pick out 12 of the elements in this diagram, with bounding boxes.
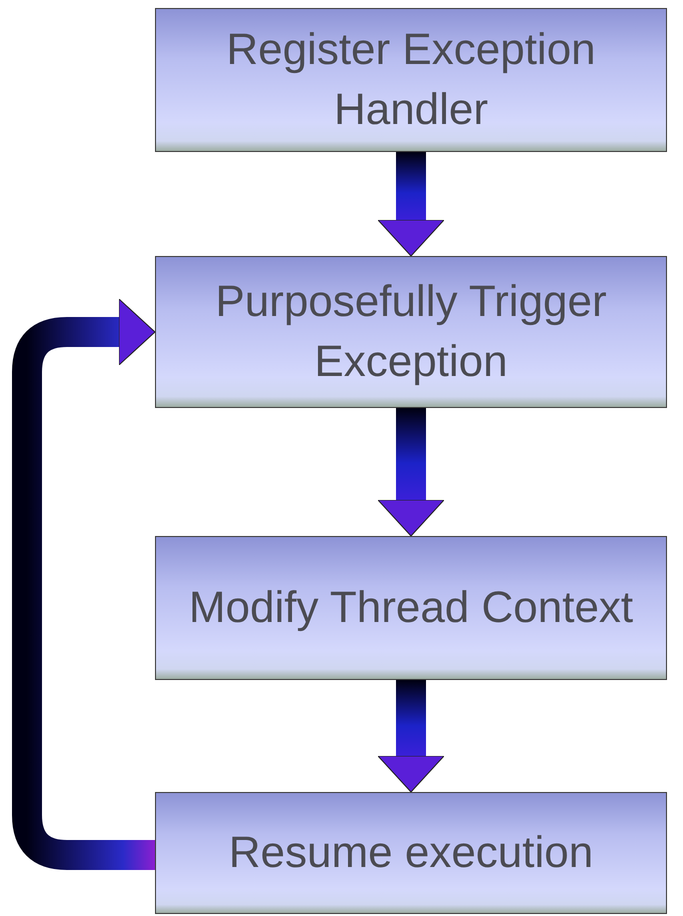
process-box xyxy=(155,8,667,152)
step-label: Register Exception Handler xyxy=(225,24,597,136)
step-label: Resume execution xyxy=(228,827,594,880)
block-arrow xyxy=(12,298,156,870)
process-box xyxy=(155,792,667,914)
block-arrow xyxy=(378,152,444,256)
step-label: Purposefully Trigger Exception xyxy=(214,276,608,388)
process-box xyxy=(155,536,667,680)
block-arrow xyxy=(378,680,444,792)
step-label: Modify Thread Context xyxy=(188,582,634,634)
block-arrow xyxy=(378,408,444,536)
process-box xyxy=(155,256,667,408)
